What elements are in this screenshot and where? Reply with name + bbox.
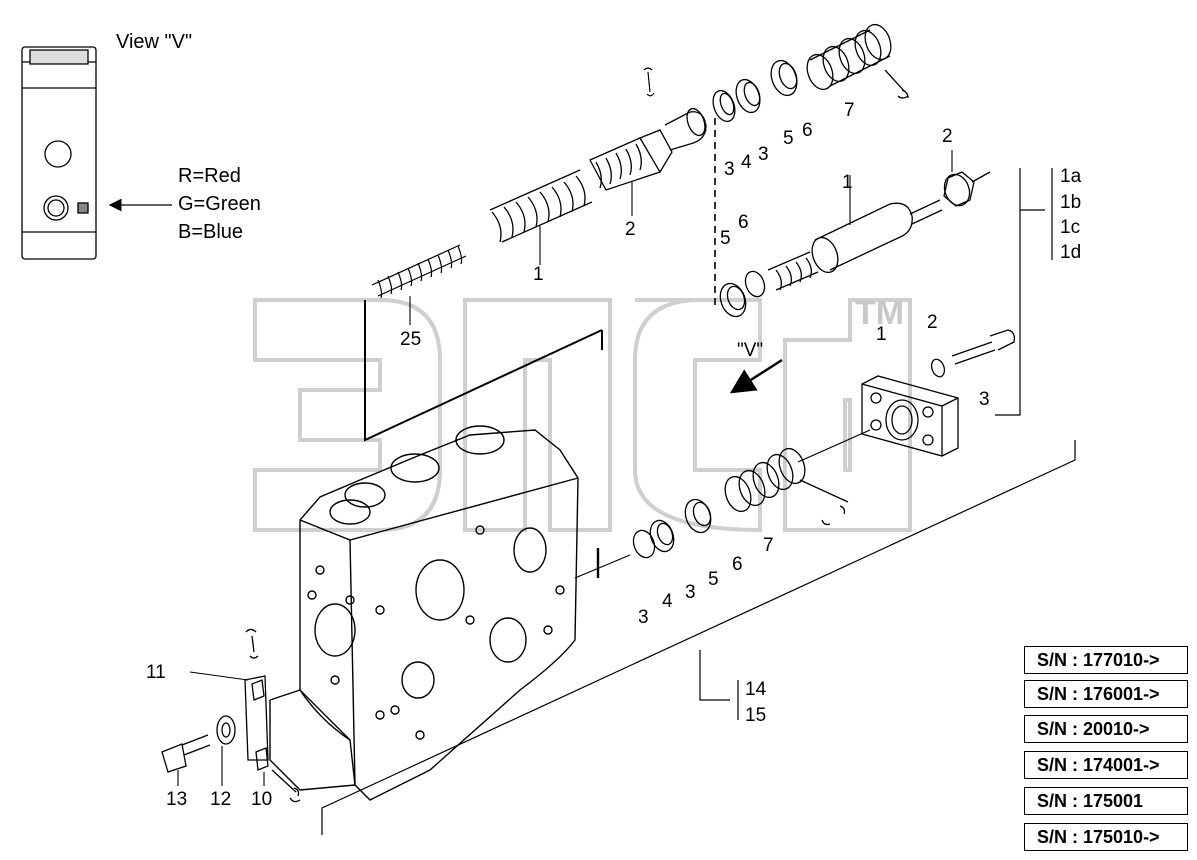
bracket-1	[995, 168, 1053, 416]
view-v-inset	[21, 46, 97, 260]
serial-number-box: S/N : 177010->	[1024, 646, 1188, 674]
leaders	[177, 150, 953, 786]
legend-blue: B=Blue	[178, 221, 243, 243]
callout-3-d: 3	[685, 582, 696, 603]
serial-number-box: S/N : 176001->	[1024, 680, 1188, 708]
spring-1	[489, 169, 593, 243]
callout-13: 13	[166, 789, 187, 810]
bracket-1b: 1b	[1060, 192, 1081, 213]
view-title: View "V"	[116, 31, 192, 53]
fasteners-left	[161, 628, 301, 803]
callout-3-c: 3	[638, 607, 649, 628]
callout-2-washer: 2	[927, 312, 938, 333]
bracket-1d: 1d	[1060, 242, 1081, 263]
wrench-icon	[643, 67, 655, 97]
callout-25: 25	[400, 329, 421, 350]
callout-6-a: 6	[802, 120, 813, 141]
trademark: TM	[855, 294, 904, 332]
callout-2-spool: 2	[625, 219, 636, 240]
axis-line	[574, 554, 631, 579]
callout-5-a: 5	[783, 128, 794, 149]
callout-7-b: 7	[763, 535, 774, 556]
axis-line-right	[797, 429, 871, 463]
spool-1-middle	[719, 171, 991, 318]
assembly-leader	[364, 300, 603, 442]
seal-set-top	[712, 23, 909, 123]
bracket-1a: 1a	[1060, 166, 1082, 187]
callout-7-a: 7	[844, 100, 855, 121]
callout-1-flange: 1	[876, 324, 887, 345]
legend-red: R=Red	[178, 165, 241, 187]
view-v-arrow	[729, 358, 783, 394]
callout-5-b: 5	[708, 569, 719, 590]
seal-set-bottom	[632, 447, 849, 559]
callout-3-a: 3	[724, 159, 735, 180]
bracket-15: 15	[745, 705, 766, 726]
callout-2-nut: 2	[942, 126, 953, 147]
spool-2	[589, 107, 707, 191]
watermark-logo	[253, 298, 912, 533]
callout-4-a: 4	[741, 152, 752, 173]
serial-number-box: S/N : 174001->	[1024, 751, 1188, 779]
callout-5-mid: 5	[720, 228, 731, 249]
callout-11: 11	[146, 662, 166, 683]
callout-3-screw: 3	[979, 389, 990, 410]
callout-12: 12	[210, 789, 231, 810]
callout-1-spring: 1	[533, 264, 544, 285]
callout-4-b: 4	[662, 591, 673, 612]
callout-6-b: 6	[732, 554, 743, 575]
bracket-14: 14	[745, 679, 767, 700]
spring-25	[371, 244, 467, 299]
callout-1-spool: 1	[842, 172, 853, 193]
valve-body	[269, 425, 579, 801]
serial-number-box: S/N : 20010->	[1024, 715, 1188, 743]
serial-number-box: S/N : 175010->	[1024, 823, 1188, 851]
callout-6-mid: 6	[738, 212, 749, 233]
legend-green: G=Green	[178, 193, 261, 215]
flange-cover	[861, 329, 1016, 457]
callout-10: 10	[251, 789, 272, 810]
serial-number-box: S/N : 175001	[1024, 787, 1188, 815]
callout-3-b: 3	[758, 144, 769, 165]
bracket-1c: 1c	[1060, 217, 1080, 238]
view-v-marker: "V"	[737, 340, 763, 361]
bracket-14-15	[321, 440, 1076, 835]
